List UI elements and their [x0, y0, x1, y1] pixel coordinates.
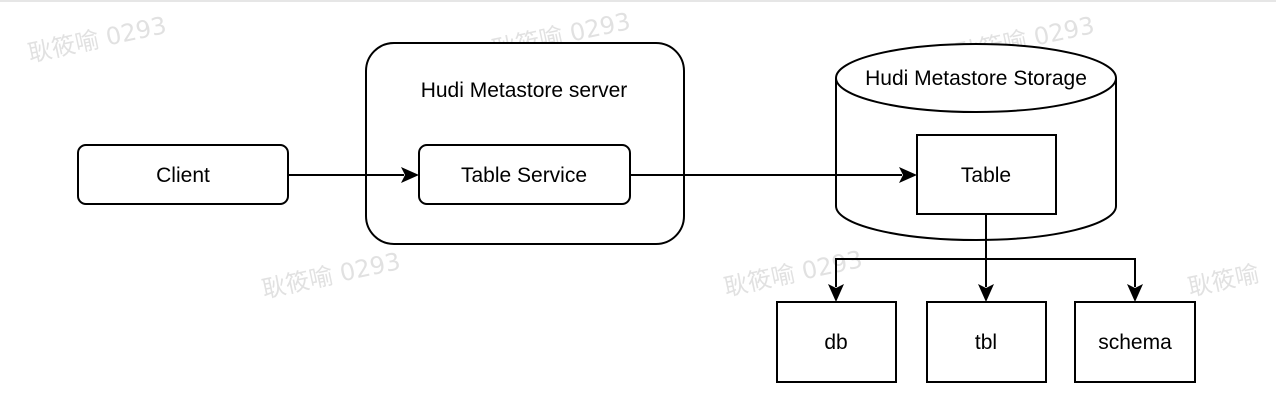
table-node	[916, 134, 1057, 215]
watermark-5: 耿筱喻 0293	[721, 245, 864, 302]
table-service-label: Table Service	[461, 164, 587, 187]
client-label: Client	[156, 164, 210, 187]
arrowhead-schema	[1127, 284, 1143, 302]
tbl-node	[926, 301, 1047, 383]
edge-table-to-children	[828, 215, 1143, 302]
server-container-label: Hudi Metastore server	[421, 79, 628, 102]
watermark-1: 耿筱喻 0293	[25, 11, 168, 68]
server-container	[365, 42, 685, 245]
top-divider	[0, 0, 1276, 2]
table-service-node	[418, 144, 631, 205]
edge-table-service-to-table	[631, 167, 917, 183]
edge-client-to-table-service	[289, 167, 419, 183]
arrowhead-tbl	[978, 284, 994, 302]
db-node	[776, 301, 897, 383]
schema-label: schema	[1098, 331, 1172, 354]
watermark-6: 耿筱喻	[1185, 260, 1261, 302]
storage-cylinder-label: Hudi Metastore Storage	[865, 67, 1087, 90]
watermark-4: 耿筱喻 0293	[259, 247, 402, 304]
table-label: Table	[961, 164, 1011, 187]
tbl-label: tbl	[975, 331, 997, 354]
arrowhead-db	[828, 284, 844, 302]
client-node	[77, 144, 289, 205]
db-label: db	[824, 331, 847, 354]
